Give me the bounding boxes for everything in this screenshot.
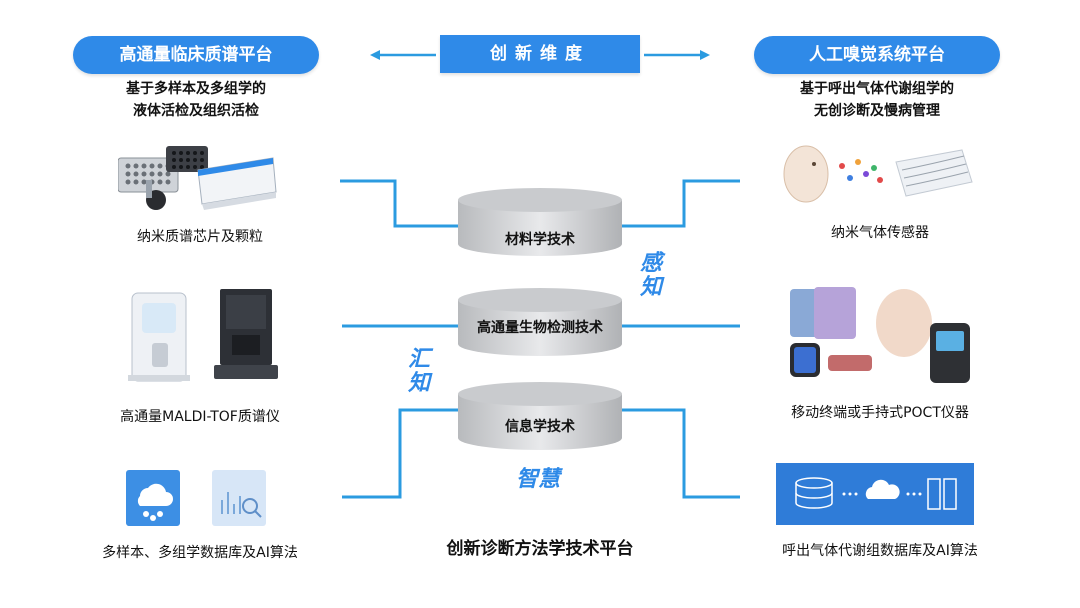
mobile-poct-device-image — [790, 287, 970, 383]
verb-sense-char2: 知 — [640, 275, 663, 300]
left-platform-title: 高通量临床质谱平台 — [73, 36, 319, 74]
breath-database-image — [776, 463, 974, 525]
right-platform-title: 人工嗅觉系统平台 — [754, 36, 1000, 74]
cylinder-label-biodetection: 高通量生物检测技术 — [477, 320, 603, 336]
connector-left-3 — [342, 408, 458, 499]
cylinder-informatics — [458, 382, 622, 450]
verb-gather-char1: 汇 — [408, 347, 431, 372]
right-subtitle: 基于呼出气体代谢组学的 无创诊断及慢病管理 — [754, 78, 1000, 122]
left-subtitle: 基于多样本及多组学的 液体活检及组织活检 — [73, 78, 319, 122]
right-item-label-2: 移动终端或手持式POCT仪器 — [791, 405, 969, 421]
connector-left-1 — [340, 179, 458, 228]
verb-sense-char1: 感 — [640, 251, 663, 276]
left-subtitle-line2: 液体活检及组织活检 — [133, 103, 259, 119]
right-subtitle-line1: 基于呼出气体代谢组学的 — [800, 81, 954, 97]
connector-right-3 — [622, 408, 740, 499]
connector-right-1 — [622, 179, 740, 228]
verb-gather: 汇 知 — [408, 348, 430, 396]
left-item-label-2: 高通量MALDI-TOF质谱仪 — [120, 409, 280, 425]
cylinder-materials — [458, 188, 622, 256]
innovation-dimension-title: 创新维度 — [440, 35, 640, 73]
maldi-tof-instrument-image — [128, 289, 278, 382]
left-item-label-3: 多样本、多组学数据库及AI算法 — [102, 545, 298, 561]
platform-bottom-title: 创新诊断方法学技术平台 — [446, 539, 634, 559]
right-item-label-1: 纳米气体传感器 — [831, 225, 929, 241]
nano-gas-sensor-image — [783, 145, 973, 203]
cylinder-label-informatics: 信息学技术 — [505, 419, 575, 435]
cylinder-label-materials: 材料学技术 — [505, 232, 575, 248]
right-subtitle-line2: 无创诊断及慢病管理 — [814, 103, 940, 119]
verb-wisdom: 智慧 — [516, 467, 561, 492]
left-arrow — [370, 50, 436, 60]
right-item-label-3: 呼出气体代谢组数据库及AI算法 — [782, 543, 978, 559]
right-arrow — [644, 50, 710, 60]
verb-gather-char2: 知 — [408, 371, 431, 396]
left-item-label-1: 纳米质谱芯片及颗粒 — [137, 229, 263, 245]
left-subtitle-line1: 基于多样本及多组学的 — [126, 81, 266, 97]
mass-spec-chip-image — [118, 146, 277, 210]
cylinder-biodetection — [458, 288, 622, 356]
verb-sense: 感 知 — [640, 252, 662, 300]
database-ai-image — [126, 470, 266, 526]
